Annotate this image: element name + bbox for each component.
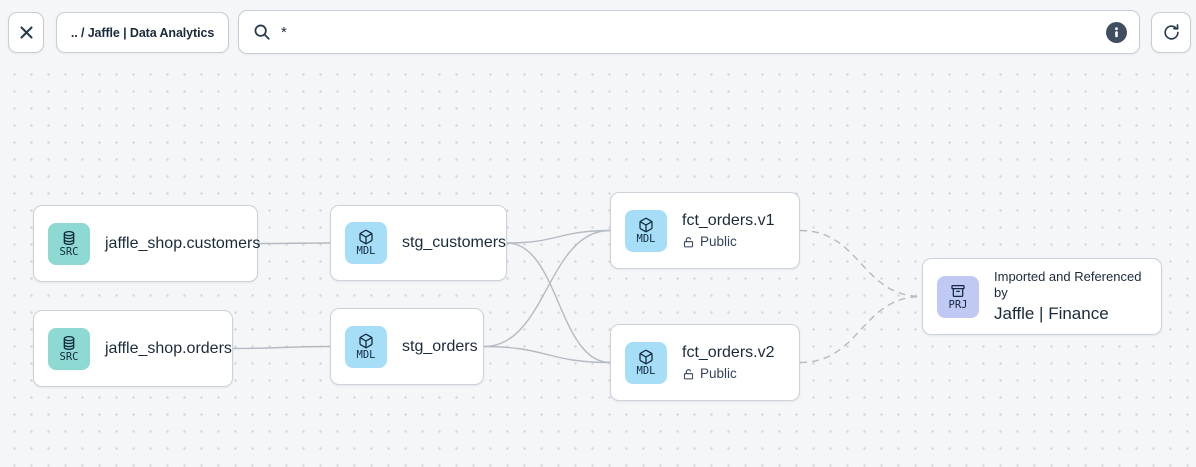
node-title: stg_customers bbox=[402, 234, 507, 251]
badge-label: SRC bbox=[59, 245, 79, 258]
cube-icon bbox=[359, 333, 373, 349]
node-badge-mdl: MDL bbox=[625, 209, 667, 252]
badge-label: MDL bbox=[636, 364, 656, 377]
badge-label: MDL bbox=[356, 348, 376, 361]
toolbar: .. / Jaffle | Data Analytics bbox=[0, 0, 1196, 62]
badge-label: PRJ bbox=[948, 298, 968, 311]
node-title: jaffle_shop.customers bbox=[105, 234, 261, 252]
node-title: Jaffle | Finance bbox=[994, 304, 1109, 324]
node-badge-mdl: MDL bbox=[625, 341, 667, 384]
search-input[interactable] bbox=[271, 23, 1106, 41]
badge-label: SRC bbox=[59, 350, 79, 363]
badge-label: MDL bbox=[636, 232, 656, 245]
node-badge-mdl: MDL bbox=[345, 325, 387, 368]
node-pretitle: Imported and Referenced by bbox=[994, 268, 1142, 300]
graph-node-prj-finance[interactable]: PRJ Imported and Referenced by Jaffle | Fi… bbox=[922, 258, 1162, 335]
refresh-button[interactable] bbox=[1151, 12, 1191, 53]
archive-box-icon bbox=[951, 284, 965, 297]
database-icon bbox=[63, 230, 75, 245]
breadcrumb: .. / Jaffle | Data Analytics bbox=[70, 25, 215, 40]
search-bar bbox=[238, 10, 1140, 54]
graph-node-src-customers[interactable]: SRC jaffle_shop.customers bbox=[33, 205, 260, 282]
lock-open-icon bbox=[683, 368, 694, 379]
graph-node-src-orders[interactable]: SRC jaffle_shop.orders bbox=[33, 310, 233, 387]
node-title: fct_orders.v1 bbox=[682, 211, 775, 229]
node-text: jaffle_shop.orders bbox=[105, 339, 232, 359]
close-button[interactable] bbox=[8, 12, 44, 53]
close-icon bbox=[19, 26, 33, 39]
node-text: stg_orders bbox=[402, 337, 478, 357]
node-text: stg_customers bbox=[402, 233, 506, 253]
node-title: jaffle_shop.orders bbox=[105, 339, 232, 357]
node-badge-mdl: MDL bbox=[345, 222, 387, 264]
search-icon bbox=[254, 24, 270, 40]
node-badge-src: SRC bbox=[48, 222, 90, 265]
info-icon[interactable] bbox=[1106, 21, 1127, 43]
badge-label: MDL bbox=[356, 245, 376, 258]
node-text: jaffle_shop.customers bbox=[105, 234, 260, 254]
info-glyph bbox=[1115, 26, 1118, 37]
cube-icon bbox=[639, 217, 653, 233]
cube-icon bbox=[359, 229, 373, 245]
node-access: Public bbox=[682, 366, 774, 383]
graph-node-stg-customers[interactable]: MDL stg_customers bbox=[330, 205, 507, 281]
breadcrumb-chip[interactable]: .. / Jaffle | Data Analytics bbox=[56, 12, 229, 53]
node-badge-src: SRC bbox=[48, 327, 90, 370]
refresh-icon bbox=[1163, 24, 1179, 40]
node-access: Public bbox=[682, 234, 774, 251]
cube-icon bbox=[639, 349, 653, 365]
node-text: Imported and Referenced by Jaffle | Finan… bbox=[994, 269, 1147, 325]
node-badge-prj: PRJ bbox=[937, 275, 979, 318]
lock-open-icon bbox=[683, 236, 694, 247]
access-label: Public bbox=[700, 233, 737, 249]
access-label: Public bbox=[700, 365, 737, 381]
graph-node-stg-orders[interactable]: MDL stg_orders bbox=[330, 308, 484, 385]
database-icon bbox=[63, 335, 75, 350]
node-title: stg_orders bbox=[402, 337, 478, 355]
node-title: fct_orders.v2 bbox=[682, 343, 775, 361]
